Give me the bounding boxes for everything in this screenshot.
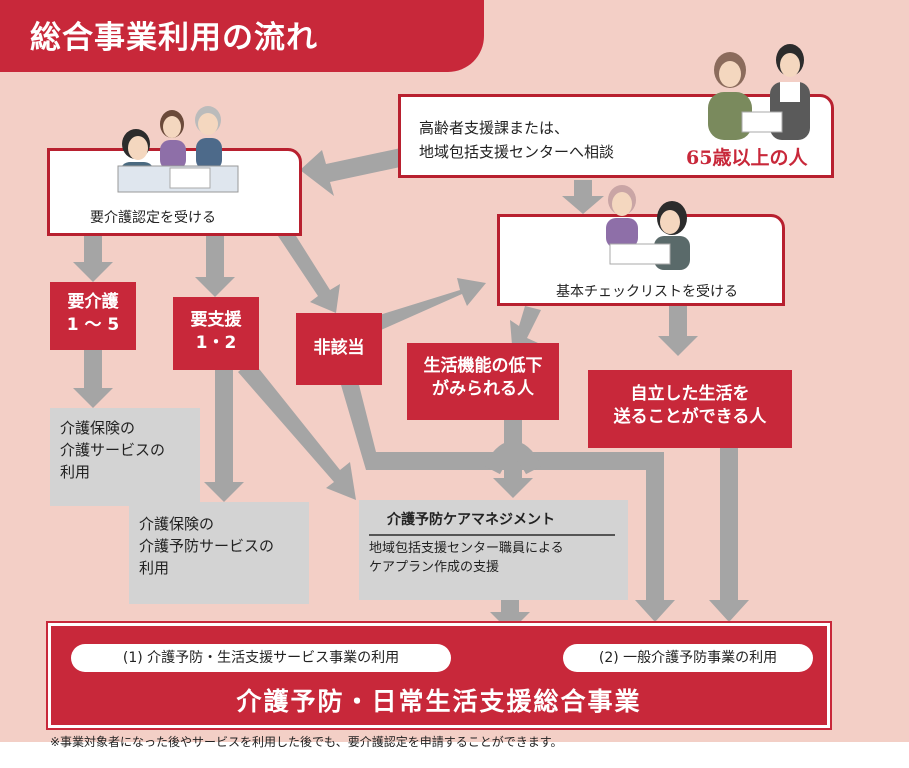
kaigo-level-box: 要介護 1 ～ 5 <box>50 282 136 350</box>
footnote: ※事業対象者になった後やサービスを利用した後でも、要介護認定を申請することができ… <box>50 735 563 749</box>
kaigo-service-line2: 介護サービスの <box>60 440 166 459</box>
arrow-cert-to-shien <box>195 236 235 297</box>
consult-line2: 地域包括支援センターへ相談 <box>419 143 615 161</box>
kaigo-service-box: 介護保険の 介護サービスの 利用 <box>50 408 200 506</box>
page-title: 総合事業利用の流れ <box>0 0 484 72</box>
checklist-illustration <box>606 185 690 270</box>
prevention-service-pill: (1) 介護予防・生活支援サービス事業の利用 <box>71 644 451 672</box>
decline-line2: がみられる人 <box>432 378 534 399</box>
arrow-checklist-to-independent <box>658 306 698 356</box>
function-decline-box: 生活機能の低下 がみられる人 <box>407 343 559 420</box>
care-management-line1: 地域包括支援センター職員による <box>369 541 564 557</box>
shien-level-box: 要支援 1・2 <box>173 297 259 370</box>
yobou-service-box: 介護保険の 介護予防サービスの 利用 <box>129 502 309 604</box>
independent-line1: 自立した生活を <box>630 384 750 404</box>
arrow-checklist-to-decline <box>510 306 541 345</box>
comprehensive-project-box: (1) 介護予防・生活支援サービス事業の利用 (2) 一般介護予防事業の利用 介… <box>46 621 832 730</box>
yobou-service-line3: 利用 <box>139 558 170 577</box>
kaigo-service-line3: 利用 <box>60 462 91 481</box>
arrow-cert-to-higaitou <box>278 236 340 313</box>
arrow-consult-to-certification <box>300 148 405 196</box>
arrow-kaigo-to-service <box>73 350 113 408</box>
higaitou-label: 非該当 <box>313 338 365 358</box>
independent-line2: 送ることができる人 <box>613 406 767 427</box>
arrow-consult-to-checklist <box>562 180 604 214</box>
yobou-service-line2: 介護予防サービスの <box>139 536 275 555</box>
higaitou-box: 非該当 <box>296 313 382 385</box>
shien-line1: 要支援 <box>190 310 242 330</box>
arrow-shien-to-care <box>238 360 356 500</box>
arrow-cert-to-kaigo <box>73 236 113 282</box>
independent-box: 自立した生活を 送ることができる人 <box>588 370 792 448</box>
yobou-service-line1: 介護保険の <box>139 515 215 533</box>
project-title: 介護予防・日常生活支援総合事業 <box>236 687 642 716</box>
kaigo-line2: 1 ～ 5 <box>66 314 120 335</box>
arrow-shien-to-yobou <box>204 370 244 502</box>
checklist-label: 基本チェックリストを受ける <box>556 284 738 300</box>
consultation-illustration <box>708 44 810 140</box>
shien-line2: 1・2 <box>195 332 237 353</box>
consult-line1: 高齢者支援課または、 <box>419 119 570 137</box>
kaigo-line1: 要介護 <box>67 292 119 312</box>
age-highlight: 65歳以上の人 <box>686 147 808 169</box>
general-prevention-pill: (2) 一般介護予防事業の利用 <box>563 644 813 672</box>
care-management-line2: ケアプラン作成の支援 <box>369 560 500 576</box>
arrow-higaitou-to-checklist <box>357 278 486 334</box>
decline-line1: 生活機能の低下 <box>423 356 543 376</box>
certification-illustration <box>117 106 239 193</box>
care-management-box: 介護予防ケアマネジメント 地域包括支援センター職員による ケアプラン作成の支援 <box>359 500 628 600</box>
certification-label: 要介護認定を受ける <box>90 210 216 226</box>
arrow-hop <box>484 441 542 475</box>
consult-box: 高齢者支援課または、 地域包括支援センターへ相談 65歳以上の人 <box>398 94 834 178</box>
arrow-independent-to-general <box>709 448 749 622</box>
kaigo-service-line1: 介護保険の <box>60 419 136 437</box>
care-management-heading: 介護予防ケアマネジメント <box>369 510 615 537</box>
arrow-care-to-project <box>490 600 530 632</box>
